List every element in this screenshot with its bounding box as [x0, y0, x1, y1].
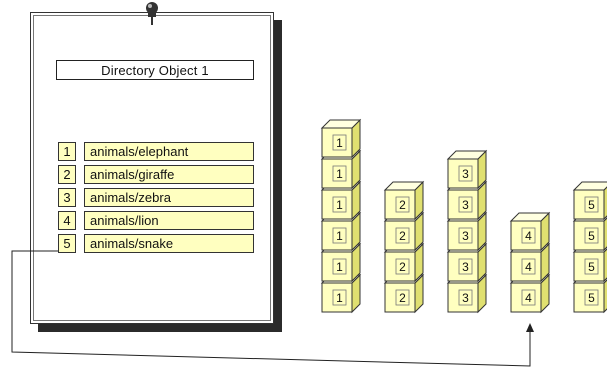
block-face: [510, 251, 542, 282]
entry-name: animals/lion: [84, 211, 254, 230]
block-label-box: [458, 227, 473, 244]
block-label: 2: [399, 229, 406, 243]
entry-name: animals/zebra: [84, 188, 254, 207]
block-label: 4: [525, 229, 532, 243]
block: 3: [446, 149, 488, 190]
directory-object-title: Directory Object 1: [56, 60, 254, 80]
block-label-box: [458, 289, 473, 306]
block-label-box: [395, 196, 410, 213]
block-face: [384, 189, 416, 220]
block: 5: [572, 181, 607, 221]
block-face: [573, 189, 605, 220]
stack-2: 2 2 2 2: [383, 180, 425, 314]
block-face: [573, 282, 605, 313]
block-label-box: [584, 258, 599, 275]
block-face: [321, 282, 353, 313]
block-face: [384, 251, 416, 282]
block-label: 3: [462, 260, 469, 274]
block-label: 2: [399, 291, 406, 305]
entry-name: animals/elephant: [84, 142, 254, 161]
block-label: 1: [336, 136, 343, 150]
block-face: [447, 251, 479, 282]
block-label: 1: [336, 260, 343, 274]
pushpin-icon: [146, 2, 158, 25]
block-face: [384, 282, 416, 313]
stack-5: 5 5 5 5: [572, 181, 607, 314]
block-label: 3: [462, 167, 469, 181]
block-label-box: [395, 289, 410, 306]
entry-number: 5: [58, 234, 76, 253]
block: 4: [509, 211, 551, 252]
block-face: [447, 282, 479, 313]
block-label: 5: [588, 260, 595, 274]
stack-3: 3 3 3 3 3: [446, 149, 488, 314]
block-label: 1: [336, 291, 343, 305]
block-label: 5: [588, 229, 595, 243]
block-face: [573, 251, 605, 282]
block-label-box: [584, 227, 599, 244]
block-label: 3: [462, 229, 469, 243]
block-face: [321, 251, 353, 282]
block-face: [321, 158, 353, 189]
block-face: [510, 282, 542, 313]
block-face: [321, 189, 353, 220]
block-face: [321, 127, 353, 158]
block-label-box: [521, 289, 536, 306]
block: 5: [572, 274, 607, 314]
block-label: 5: [588, 291, 595, 305]
connector-line: [11, 250, 531, 367]
block-label-box: [521, 227, 536, 244]
block-label: 1: [336, 229, 343, 243]
block-label-box: [521, 258, 536, 275]
block-face: [510, 220, 542, 251]
block-face: [447, 158, 479, 189]
arrow-up-icon: [526, 323, 534, 332]
block-face: [384, 220, 416, 251]
block-label-box: [332, 134, 347, 151]
block-label-box: [458, 196, 473, 213]
block: 2: [383, 180, 425, 221]
block-label-box: [332, 227, 347, 244]
block-label: 4: [525, 291, 532, 305]
stack-4: 4 4 4: [509, 211, 551, 314]
block-label: 3: [462, 291, 469, 305]
block-face: [447, 189, 479, 220]
block-label-box: [332, 165, 347, 182]
block-label: 2: [399, 260, 406, 274]
block-face: [447, 220, 479, 251]
block-label: 1: [336, 167, 343, 181]
block-label-box: [332, 289, 347, 306]
block-label: 3: [462, 198, 469, 212]
block-face: [573, 220, 605, 251]
block-label-box: [332, 258, 347, 275]
block: 1: [320, 118, 362, 159]
block-label-box: [395, 258, 410, 275]
block-label-box: [395, 227, 410, 244]
stack-1: 1 1 1 1 1 1: [320, 118, 362, 314]
block-label: 1: [336, 198, 343, 212]
block-label-box: [584, 289, 599, 306]
block-label-box: [458, 165, 473, 182]
entry-name: animals/snake: [84, 234, 254, 253]
block-label-box: [332, 196, 347, 213]
block-label: 4: [525, 260, 532, 274]
block: 4: [509, 273, 551, 314]
block-top: [572, 181, 607, 191]
entry-number: 1: [58, 142, 76, 161]
entry-number: 3: [58, 188, 76, 207]
entry-number: 2: [58, 165, 76, 184]
block-label: 2: [399, 198, 406, 212]
block: 3: [446, 180, 488, 221]
block-label-box: [584, 196, 599, 213]
entry-number: 4: [58, 211, 76, 230]
block-label-box: [458, 258, 473, 275]
block-face: [321, 220, 353, 251]
entry-name: animals/giraffe: [84, 165, 254, 184]
block-label: 5: [588, 198, 595, 212]
